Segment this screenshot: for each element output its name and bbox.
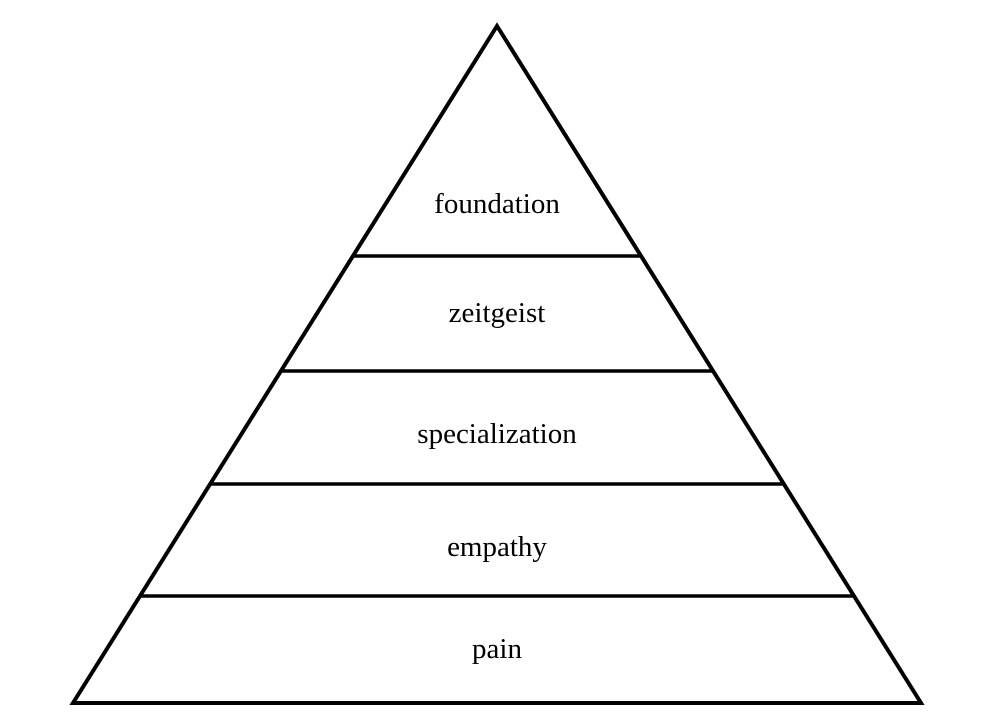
pyramid-level-label: empathy bbox=[447, 531, 547, 563]
pyramid-level-label: pain bbox=[472, 633, 522, 665]
pyramid-level-label: specialization bbox=[417, 418, 577, 450]
pyramid-level-label: foundation bbox=[434, 188, 560, 220]
pyramid-level-label: zeitgeist bbox=[449, 297, 546, 329]
pyramid-outline bbox=[69, 22, 925, 705]
